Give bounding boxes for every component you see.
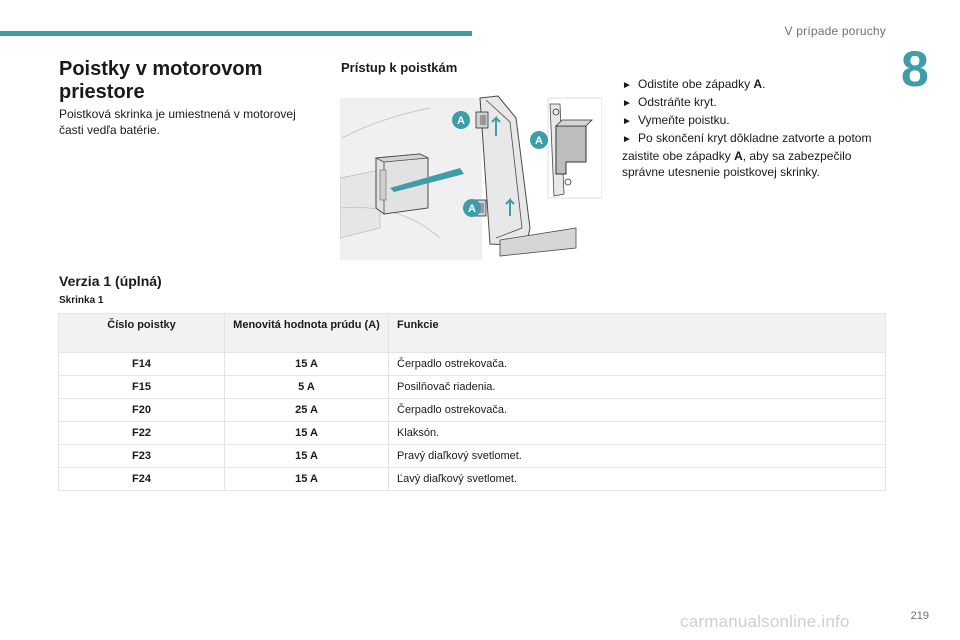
fuse-function: Klaksón. [388,421,886,445]
fuse-rating: 15 A [224,352,389,376]
fuse-rating: 15 A [224,467,389,491]
fuse-number: F15 [58,375,225,399]
fuse-table: Číslo poistky Menovitá hodnota prúdu (A)… [58,313,886,491]
page-number: 219 [910,610,929,622]
arrow-marker-icon: ► [622,134,632,145]
step-item: ►Vymeňte poistku. [622,112,890,130]
fuse-number: F22 [58,421,225,445]
fuse-function: Pravý diaľkový svetlomet. [388,444,886,468]
access-title: Prístup k poistkám [341,60,458,75]
latch-callout-upper: A [457,115,465,127]
table-row: F14 15 A Čerpadlo ostrekovača. [58,352,886,376]
table-row: F15 5 A Posilňovač riadenia. [58,375,886,399]
chapter-number: 8 [901,41,929,97]
fuse-number: F20 [58,398,225,422]
table-row: F23 15 A Pravý diaľkový svetlomet. [58,444,886,468]
fuse-function: Posilňovač riadenia. [388,375,886,399]
section-title: V prípade poruchy [784,24,886,38]
arrow-marker-icon: ► [622,116,632,127]
fuse-rating: 15 A [224,444,389,468]
fuse-number: F24 [58,467,225,491]
step-item: ►Po skončení kryt dôkladne zatvorte a po… [622,131,872,179]
arrow-marker-icon: ► [622,98,632,109]
access-steps: ►Odistite obe západky A. ►Odstráňte kryt… [622,76,890,180]
intro-paragraph: Poistková skrinka je umiestnená v motoro… [59,107,296,137]
column-header: Funkcie [388,313,886,353]
table-row: F24 15 A Ľavý diaľkový svetlomet. [58,467,886,491]
box-title: Skrinka 1 [59,295,104,306]
fuse-number: F14 [58,352,225,376]
fuse-rating: 25 A [224,398,389,422]
latch-callout-lower: A [468,203,476,215]
step-item: ►Odstráňte kryt. [622,94,890,112]
version-title: Verzia 1 (úplná) [59,273,162,289]
page-title: Poistky v motorovom priestore [59,58,263,103]
latch-callout-detail: A [535,135,543,147]
fuse-number: F23 [58,444,225,468]
fuse-rating: 5 A [224,375,389,399]
arrow-marker-icon: ► [622,80,632,91]
fuse-function: Čerpadlo ostrekovača. [388,352,886,376]
table-header-row: Číslo poistky Menovitá hodnota prúdu (A)… [58,313,886,353]
watermark: carmanualsonline.info [680,612,850,631]
fuse-box-diagram: A A A [340,78,602,260]
column-header: Číslo poistky [58,313,225,353]
column-header: Menovitá hodnota prúdu (A) [224,313,389,353]
fuse-function: Ľavý diaľkový svetlomet. [388,467,886,491]
fuse-rating: 15 A [224,421,389,445]
fuse-function: Čerpadlo ostrekovača. [388,398,886,422]
step-item: ►Odistite obe západky A. [622,76,890,94]
table-row: F22 15 A Klaksón. [58,421,886,445]
header-accent-bar [0,31,472,36]
table-row: F20 25 A Čerpadlo ostrekovača. [58,398,886,422]
